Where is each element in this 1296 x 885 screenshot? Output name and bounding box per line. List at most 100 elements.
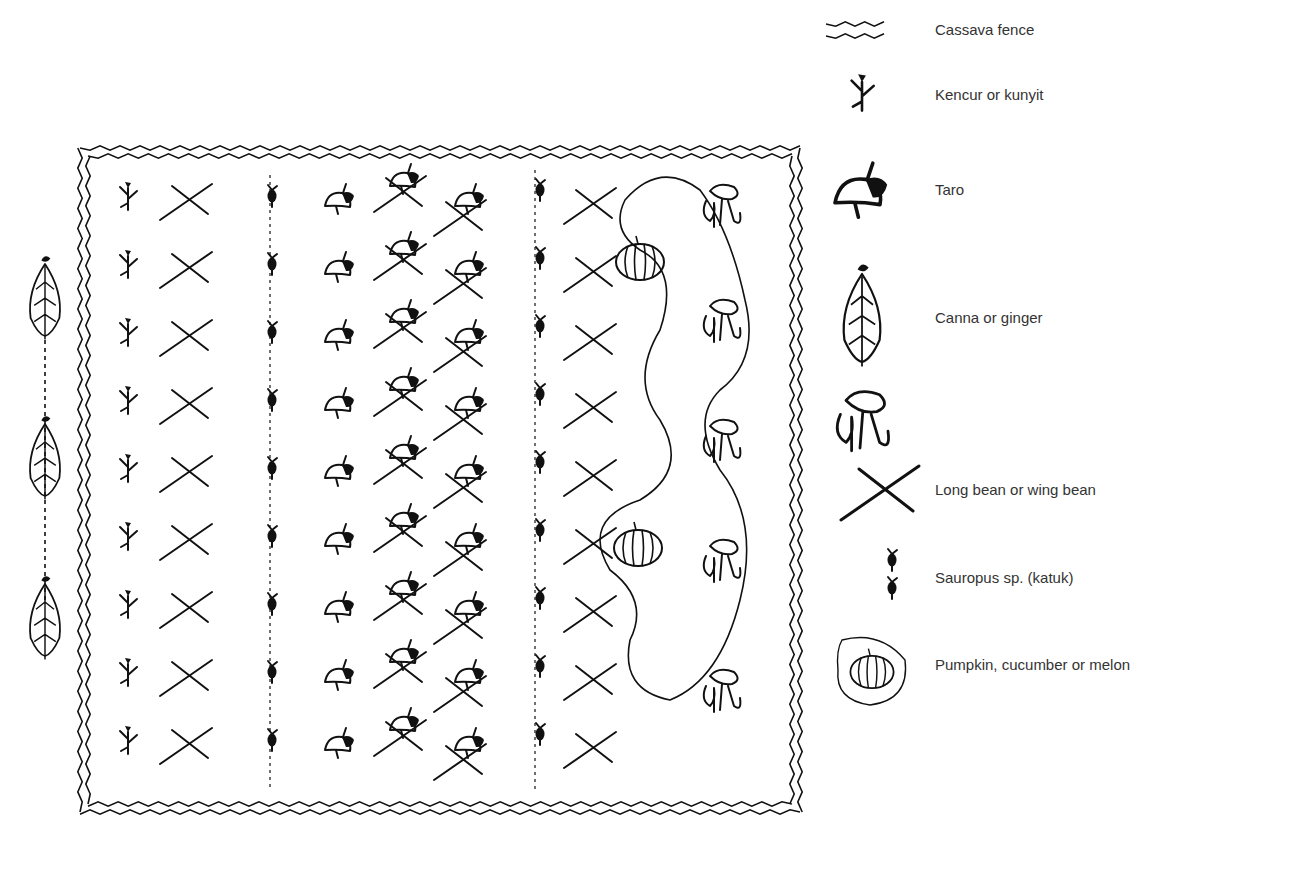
- sauropus-symbol: [888, 577, 898, 599]
- taro-symbol: [455, 660, 484, 690]
- taro-symbol: [455, 252, 484, 282]
- taro-symbol: [325, 388, 354, 418]
- sauropus-symbol: [268, 185, 278, 207]
- legend-label: Pumpkin, cucumber or melon: [935, 656, 1130, 674]
- kencur-symbol: [120, 454, 137, 482]
- long-bean-symbol: [434, 744, 486, 780]
- long-bean-symbol: [564, 460, 616, 496]
- long-bean-symbol: [160, 592, 212, 628]
- long-bean-symbol: [434, 540, 486, 576]
- vine-outline-sample: [838, 638, 906, 706]
- kencur-symbol: [120, 318, 137, 346]
- sauropus-symbol: [268, 253, 278, 275]
- sauropus-symbol: [888, 549, 898, 571]
- sauropus-symbol: [536, 179, 546, 201]
- sauropus-symbol: [268, 321, 278, 343]
- long-bean-symbol: [564, 324, 616, 360]
- taro-symbol: [390, 232, 419, 262]
- long-bean-symbol: [160, 252, 212, 288]
- taro-symbol: [390, 572, 419, 602]
- long-bean-symbol: [374, 312, 426, 348]
- taro-symbol: [835, 163, 887, 217]
- kencur-symbol: [120, 182, 137, 210]
- taro-symbol: [455, 524, 484, 554]
- sauropus-symbol: [536, 519, 546, 541]
- kencur-symbol: [120, 386, 137, 414]
- taro-symbol: [325, 524, 354, 554]
- taro-symbol: [455, 320, 484, 350]
- kencur-symbol: [852, 74, 874, 110]
- kencur-symbol: [120, 522, 137, 550]
- cassava-fence-sample: [826, 22, 884, 38]
- sauropus-symbol: [268, 593, 278, 615]
- legend-label: Kencur or kunyit: [935, 86, 1043, 104]
- taro-symbol: [390, 640, 419, 670]
- pumpkin-symbol: [616, 236, 664, 280]
- long-bean-symbol: [374, 176, 426, 212]
- bean-flower-symbol: [704, 185, 741, 227]
- taro-symbol: [455, 728, 484, 758]
- legend-label: Long bean or wing bean: [935, 481, 1096, 499]
- legend-label: Canna or ginger: [935, 309, 1043, 327]
- long-bean-symbol: [160, 184, 212, 220]
- kencur-symbol: [120, 590, 137, 618]
- taro-symbol: [455, 388, 484, 418]
- sauropus-symbol: [536, 315, 546, 337]
- sauropus-symbol: [268, 729, 278, 751]
- long-bean-symbol: [374, 380, 426, 416]
- long-bean-symbol: [564, 732, 616, 768]
- taro-symbol: [455, 456, 484, 486]
- taro-symbol: [325, 592, 354, 622]
- long-bean-symbol: [374, 244, 426, 280]
- sauropus-symbol: [268, 457, 278, 479]
- long-bean-symbol: [374, 516, 426, 552]
- bean-flower-symbol: [704, 300, 741, 342]
- long-bean-symbol: [374, 652, 426, 688]
- taro-symbol: [390, 708, 419, 738]
- taro-symbol: [455, 592, 484, 622]
- long-bean-symbol: [160, 388, 212, 424]
- pumpkin-symbol: [850, 649, 893, 689]
- taro-symbol: [325, 184, 354, 214]
- long-bean-symbol: [160, 660, 212, 696]
- sauropus-symbol: [268, 389, 278, 411]
- vine-outline: [600, 177, 749, 700]
- sauropus-symbol: [536, 655, 546, 677]
- cassava-fence: [78, 146, 802, 814]
- long-bean-symbol: [564, 596, 616, 632]
- bean-flower-symbol: [704, 670, 741, 712]
- taro-symbol: [325, 252, 354, 282]
- canna-symbol: [30, 416, 60, 499]
- bean-flower-symbol: [837, 392, 888, 451]
- sauropus-symbol: [536, 383, 546, 405]
- taro-symbol: [390, 504, 419, 534]
- long-bean-symbol: [564, 256, 616, 292]
- sauropus-symbol: [536, 247, 546, 269]
- taro-symbol: [390, 436, 419, 466]
- sauropus-symbol: [536, 587, 546, 609]
- long-bean-symbol: [434, 608, 486, 644]
- row-line: [270, 170, 535, 790]
- long-bean-symbol: [160, 524, 212, 560]
- long-bean-symbol: [434, 676, 486, 712]
- legend-label: Sauropus sp. (katuk): [935, 569, 1073, 587]
- long-bean-symbol: [434, 268, 486, 304]
- taro-symbol: [390, 368, 419, 398]
- taro-symbol: [390, 164, 419, 194]
- legend-label: Taro: [935, 181, 964, 199]
- sauropus-symbol: [268, 525, 278, 547]
- canna-symbol: [30, 576, 60, 659]
- long-bean-symbol: [374, 584, 426, 620]
- taro-symbol: [455, 184, 484, 214]
- taro-symbol: [325, 456, 354, 486]
- taro-symbol: [325, 320, 354, 350]
- long-bean-symbol: [434, 404, 486, 440]
- taro-symbol: [325, 660, 354, 690]
- long-bean-symbol: [374, 720, 426, 756]
- taro-symbol: [390, 300, 419, 330]
- long-bean-symbol: [564, 392, 616, 428]
- pumpkin-symbol: [614, 522, 662, 566]
- kencur-symbol: [120, 726, 137, 754]
- long-bean-symbol: [374, 448, 426, 484]
- taro-symbol: [325, 728, 354, 758]
